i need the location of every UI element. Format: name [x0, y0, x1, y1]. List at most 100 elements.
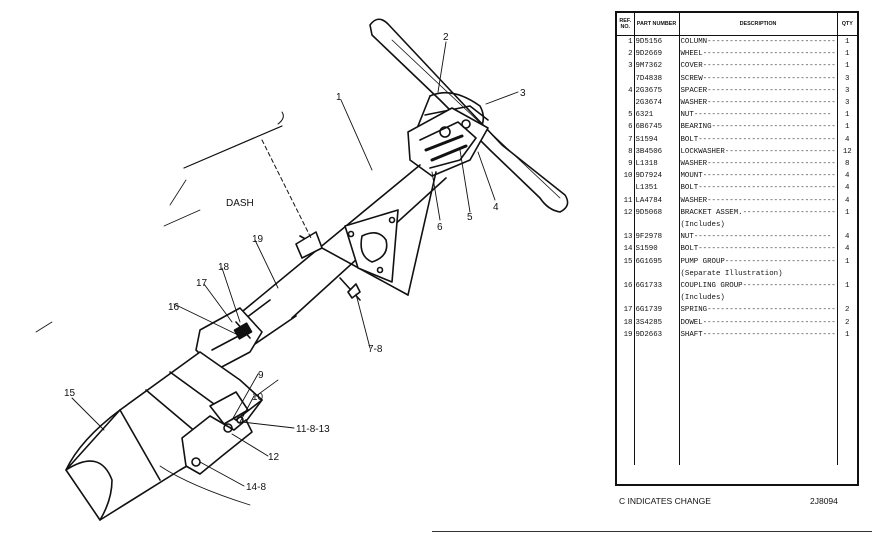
part-number-cell: L1318 [634, 158, 680, 171]
ref-cell: 13 [617, 231, 635, 244]
part-number-cell: 9D5068 [634, 206, 680, 220]
callout-4: 4 [493, 202, 499, 213]
description-cell: (Includes) [679, 292, 838, 305]
qty-cell: 1 [845, 282, 850, 291]
description-cell: WASHER------------------------------- [679, 97, 838, 110]
dash-label: DASH [226, 198, 254, 209]
callout-6: 6 [437, 222, 443, 233]
table-row: (Separate Illustration) [617, 267, 857, 281]
part-number-cell: 6G1733 [634, 280, 680, 293]
description-cell: COLUMN------------------------------- [679, 35, 838, 49]
qty-cell: 12 [842, 147, 852, 156]
description-cell: SCREW------------------------------- [679, 72, 838, 85]
description-cell: WASHER------------------------------- [679, 194, 838, 207]
ref-cell: 15C [617, 255, 635, 268]
description-cell: SHAFT------------------------------- [679, 328, 838, 342]
description-cell: COVER------------------------------- [679, 60, 838, 73]
qty-cell: 8 [845, 160, 850, 169]
part-number-cell: 2G3674 [634, 97, 680, 110]
hub-assembly [407, 107, 489, 177]
header-part-number: PART NUMBER [634, 13, 680, 36]
description-cell: NUT------------------------------- [679, 109, 838, 122]
ref-cell: 16C [617, 280, 635, 293]
qty-cell: 3 [845, 74, 850, 83]
ref-cell: 5 [617, 109, 635, 122]
callout-14-8: 14-8 [246, 482, 266, 493]
part-number-cell: 6321 [634, 109, 680, 122]
qty-cell [837, 292, 857, 304]
part-number-cell: 9M7362 [634, 60, 680, 73]
part-number-cell [634, 267, 680, 281]
description-cell: BEARING------------------------------- [679, 121, 838, 134]
steering-column-drawing: DASH 1 2 3 4 5 6 15 16 17 18 19 7-8 9 10… [35, 18, 569, 521]
column-tube [231, 164, 447, 321]
ref-cell: 7 [617, 133, 635, 146]
ref-cell: 3 [617, 60, 635, 73]
description-cell: BOLT------------------------------- [679, 243, 838, 256]
callout-17: 17 [196, 278, 208, 289]
part-number-cell: LA4784 [634, 194, 680, 207]
qty-cell: 4 [845, 135, 850, 144]
callout-18: 18 [218, 262, 230, 273]
qty-cell [837, 219, 857, 231]
part-number-cell: 9D7924 [634, 170, 680, 183]
callout-7-8: 7-8 [368, 344, 383, 355]
coupling-group [195, 307, 263, 371]
ref-cell: 4 [617, 84, 635, 98]
part-number-cell [634, 292, 680, 305]
part-number-cell: 2G3675 [634, 84, 680, 98]
table-row: 16C6G1733COUPLING GROUP-----------------… [617, 280, 857, 293]
qty-cell: 1 [845, 38, 850, 46]
qty-cell: 4 [845, 184, 850, 193]
part-number-cell: 9D5156 [634, 35, 680, 49]
ref-cell [617, 267, 635, 281]
ref-cell: 9 [617, 158, 635, 171]
description-cell: BOLT------------------------------- [679, 133, 838, 146]
description-cell: BRACKET ASSEM.--------------------------… [679, 206, 838, 220]
ref-cell: 8 [617, 145, 635, 159]
ref-cell [617, 72, 635, 85]
ref-cell: 18 [617, 316, 635, 329]
description-cell: SPACER------------------------------- [679, 84, 838, 98]
ref-cell: 19 [617, 328, 635, 342]
part-number-cell: 6B6745 [634, 121, 680, 134]
bottom-rule [432, 531, 872, 532]
description-cell: LOCKWASHER------------------------------… [679, 145, 838, 159]
ref-cell [617, 182, 635, 195]
steering-wheel [369, 18, 569, 213]
part-number-cell: S1594 [634, 133, 680, 146]
callout-3: 3 [520, 88, 526, 99]
part-number-cell: S1590 [634, 243, 680, 256]
ref-cell [617, 97, 635, 110]
part-number-cell: 6G1739 [634, 304, 680, 317]
description-cell: PUMP GROUP------------------------------… [679, 255, 838, 268]
pump-mount [181, 391, 253, 475]
header-qty: QTY [837, 13, 857, 36]
part-number-cell: L1351 [634, 182, 680, 195]
part-number-cell: 9D2669 [634, 48, 680, 61]
qty-cell: 1 [845, 111, 850, 120]
qty-cell: 3 [845, 86, 850, 95]
description-cell: WHEEL------------------------------- [679, 48, 838, 61]
ref-cell: 1 [617, 35, 635, 49]
description-cell: WASHER------------------------------- [679, 158, 838, 171]
qty-cell: 4 [845, 245, 850, 254]
qty-cell [837, 268, 857, 280]
part-number-cell: 9F2978 [634, 231, 680, 244]
ref-cell [617, 292, 635, 305]
description-cell: DOWEL------------------------------- [679, 316, 838, 329]
callout-2: 2 [443, 32, 449, 43]
qty-cell: 2 [845, 306, 850, 315]
callout-12: 12 [268, 452, 280, 463]
